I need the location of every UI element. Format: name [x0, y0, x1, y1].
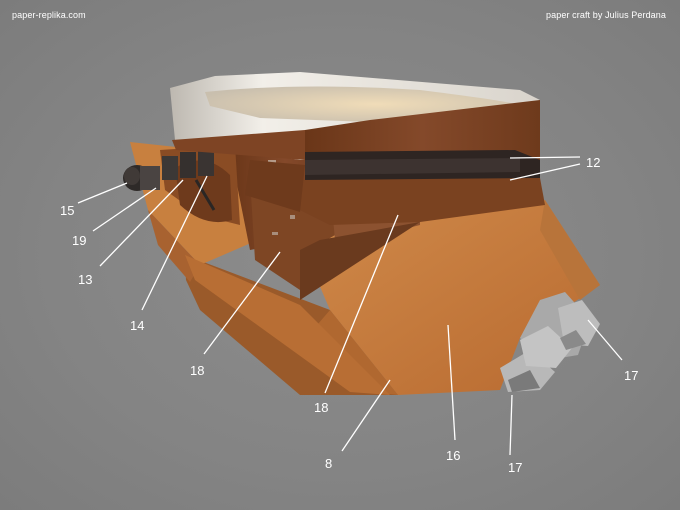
leader-line-18a [203, 251, 281, 355]
switch-lever [194, 179, 216, 211]
label-13: 13 [78, 272, 92, 287]
rear-knob-face [124, 167, 140, 185]
switch-block [162, 156, 178, 180]
switch-block [198, 150, 214, 176]
label-8: 8 [325, 456, 332, 471]
rear-slab-edge [148, 210, 200, 282]
leader-line-15 [77, 182, 128, 204]
knob-collar [140, 166, 160, 190]
top-tub [170, 72, 545, 225]
label-19: 19 [72, 233, 86, 248]
label-17-right: 17 [624, 368, 638, 383]
wear-mark [272, 232, 278, 235]
band-corner [245, 160, 305, 212]
label-17-bottom: 17 [508, 460, 522, 475]
nozzle-shadow [508, 370, 540, 392]
leader-line-18b [324, 214, 399, 394]
author-credit: paper craft by Julius Perdana [546, 10, 666, 20]
nozzle-mid [520, 326, 572, 368]
panel-shadow [300, 222, 420, 300]
label-12: 12 [586, 155, 600, 170]
leader-line-12 [509, 156, 581, 159]
nozzle-cluster [500, 292, 600, 392]
label-18-left: 18 [190, 363, 204, 378]
upper-brown-band-left [172, 130, 305, 160]
upper-brown-band [305, 100, 540, 160]
leader-line-17a [587, 319, 623, 361]
lower-brown-band [300, 178, 545, 225]
wear-mark [290, 215, 295, 219]
leader-line-14 [141, 175, 208, 311]
switch-block [180, 152, 196, 178]
label-14: 14 [130, 318, 144, 333]
label-18-center: 18 [314, 400, 328, 415]
leader-line-13 [99, 179, 184, 267]
leader-line-16 [447, 324, 456, 441]
wear-mark [268, 160, 276, 163]
leader-line-12 [509, 163, 581, 181]
nozzle-shadow [560, 330, 586, 350]
leader-line-8 [341, 379, 391, 452]
part-labels: 12 15 19 13 14 18 18 8 16 17 17 [60, 155, 638, 475]
leader-line-19 [92, 187, 157, 232]
leader-line-17b [509, 394, 513, 456]
label-15: 15 [60, 203, 74, 218]
front-body-side [540, 200, 600, 300]
label-16: 16 [446, 448, 460, 463]
site-credit: paper-replika.com [12, 10, 86, 20]
dark-stripe-highlight [305, 158, 520, 175]
leader-lines [77, 156, 623, 456]
rear-block [123, 145, 240, 225]
